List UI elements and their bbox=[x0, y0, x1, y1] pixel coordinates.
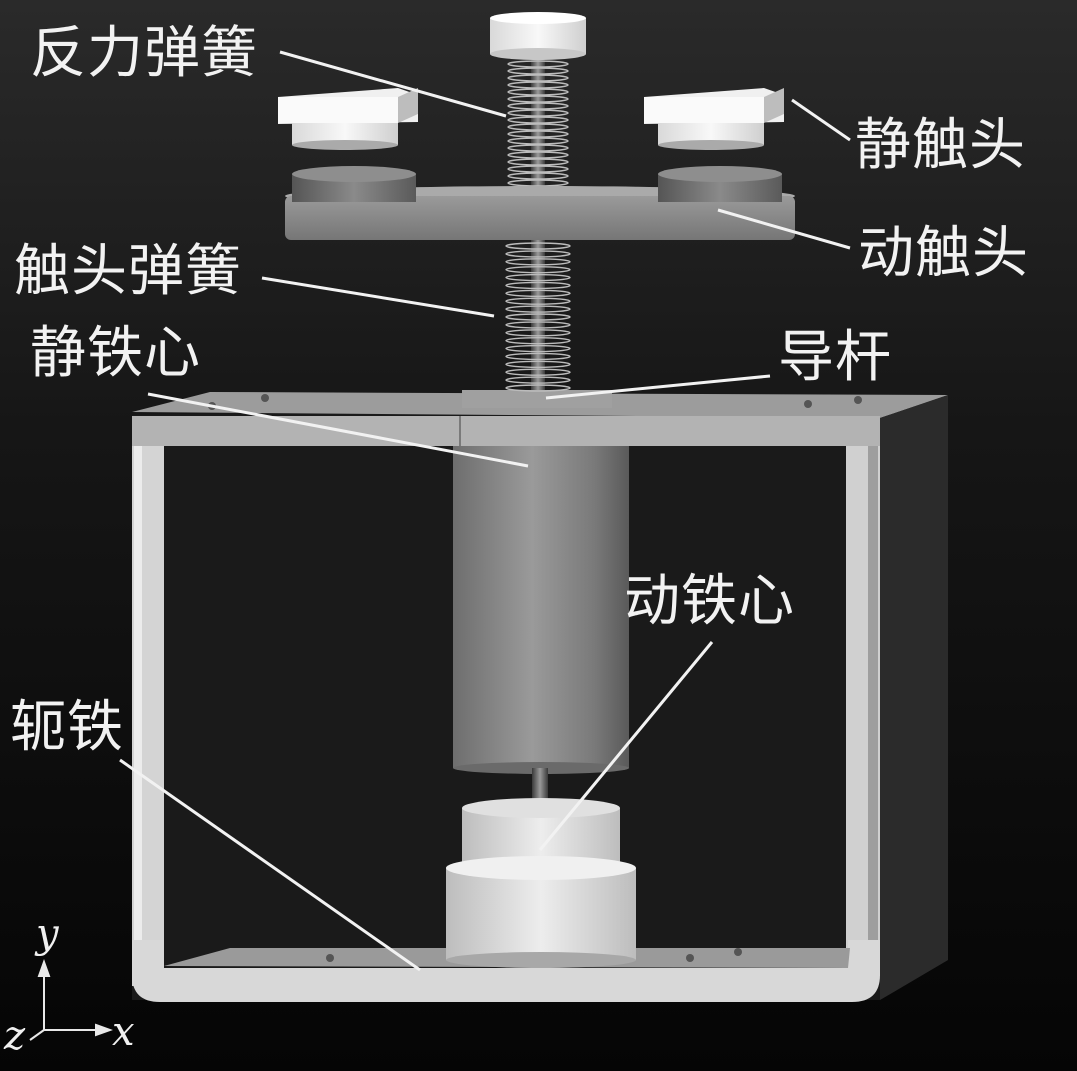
leader-moving-core bbox=[538, 641, 714, 851]
yoke-right-depth bbox=[880, 395, 948, 1000]
leader-static-contact bbox=[791, 98, 851, 142]
spring-coil bbox=[507, 165, 569, 173]
spring-coil bbox=[505, 273, 571, 282]
leader-static-core bbox=[147, 392, 529, 468]
spring-coil bbox=[505, 289, 571, 298]
spring-coil bbox=[505, 258, 571, 266]
label-reaction-spring: 反力弹簧 bbox=[30, 21, 258, 86]
spring-coil bbox=[505, 336, 571, 345]
axis-label-y: y bbox=[36, 911, 59, 957]
spring-coil bbox=[505, 250, 571, 258]
contact-spring bbox=[505, 242, 571, 392]
spring-coil bbox=[505, 344, 571, 353]
label-yoke: 轭铁 bbox=[10, 695, 124, 760]
spring-coil bbox=[507, 102, 569, 110]
leader-yoke bbox=[119, 758, 421, 972]
spring-coil bbox=[507, 74, 569, 82]
label-guide-rod: 导杆 bbox=[778, 325, 892, 390]
leader-reaction-spring bbox=[279, 50, 507, 118]
spring-coil bbox=[505, 384, 571, 392]
spring-coil bbox=[507, 158, 569, 166]
spring-coil bbox=[505, 281, 571, 290]
static-core-body bbox=[453, 446, 629, 768]
spring-coil bbox=[507, 116, 569, 124]
moving-core-lower bbox=[446, 868, 636, 960]
spring-coil bbox=[507, 81, 569, 89]
moving-contact-plate bbox=[285, 196, 795, 240]
spring-coil bbox=[505, 297, 571, 305]
spring-coil bbox=[507, 88, 569, 96]
yoke-top-front bbox=[132, 416, 880, 446]
x-axis-arrow bbox=[95, 1023, 113, 1037]
spring-coil bbox=[505, 321, 571, 329]
spring-coil bbox=[505, 329, 571, 337]
label-contact-spring: 触头弹簧 bbox=[14, 239, 242, 304]
spring-coil bbox=[507, 130, 569, 138]
spring-coil bbox=[505, 352, 571, 361]
spring-coil bbox=[507, 179, 569, 187]
spring-coil bbox=[507, 95, 569, 103]
spring-coil bbox=[507, 60, 569, 68]
static-core bbox=[453, 446, 629, 774]
spring-coil bbox=[507, 109, 569, 117]
spring-coil bbox=[507, 67, 569, 75]
label-moving-core: 动铁心 bbox=[624, 569, 795, 634]
axis-label-z: z bbox=[4, 1013, 26, 1059]
spring-coil bbox=[507, 144, 569, 152]
spring-coil bbox=[505, 360, 571, 369]
leader-lines bbox=[119, 50, 851, 972]
leader-contact-spring bbox=[261, 276, 495, 318]
spring-coil bbox=[505, 242, 571, 250]
leader-moving-contact bbox=[717, 208, 851, 250]
spring-coil bbox=[507, 123, 569, 131]
spring-coil bbox=[505, 265, 571, 274]
spring-coil bbox=[505, 376, 571, 384]
guide-rod-cap bbox=[490, 12, 586, 60]
spring-coil bbox=[507, 172, 569, 180]
label-moving-contact: 动触头 bbox=[858, 221, 1029, 286]
spring-coil bbox=[507, 137, 569, 145]
z-axis bbox=[29, 1029, 45, 1041]
moving-core-shaft bbox=[532, 768, 548, 808]
y-axis-arrow bbox=[37, 959, 51, 977]
static-contact-right bbox=[644, 88, 784, 150]
axis-label-x: x bbox=[112, 1009, 135, 1055]
moving-core bbox=[446, 798, 636, 968]
coordinate-axes bbox=[29, 959, 113, 1041]
moving-contact bbox=[285, 166, 795, 240]
spring-coil bbox=[507, 151, 569, 159]
leader-guide-rod bbox=[545, 374, 771, 400]
spring-coil bbox=[505, 305, 571, 313]
label-static-contact: 静触头 bbox=[855, 113, 1026, 178]
static-contact-left bbox=[278, 88, 418, 150]
spring-coil bbox=[505, 368, 571, 376]
yoke-bottom-bar bbox=[132, 940, 880, 1002]
spring-coil bbox=[505, 313, 571, 321]
label-static-core: 静铁心 bbox=[30, 321, 201, 386]
